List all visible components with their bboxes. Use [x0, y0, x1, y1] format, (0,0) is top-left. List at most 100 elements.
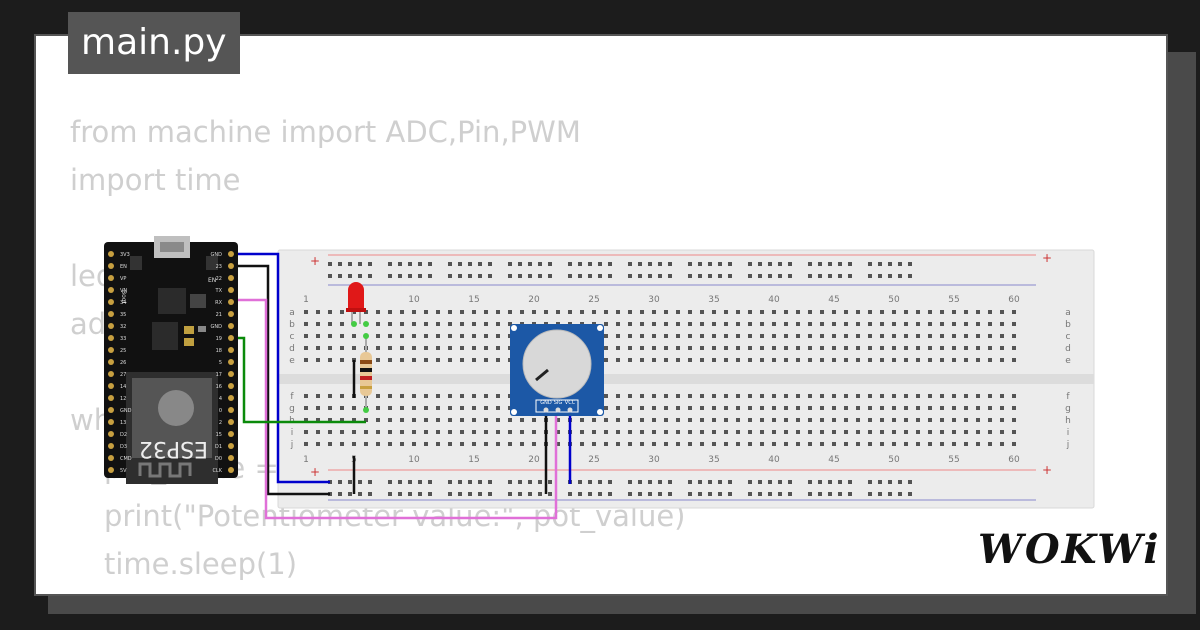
breadboard-hole[interactable] — [748, 262, 752, 266]
breadboard-hole[interactable] — [658, 262, 662, 266]
breadboard-hole[interactable] — [1000, 394, 1004, 398]
breadboard-hole[interactable] — [916, 442, 920, 446]
breadboard-hole[interactable] — [748, 358, 752, 362]
breadboard-hole[interactable] — [658, 480, 662, 484]
breadboard-hole[interactable] — [436, 334, 440, 338]
breadboard-hole[interactable] — [616, 310, 620, 314]
breadboard-hole[interactable] — [844, 430, 848, 434]
breadboard-hole[interactable] — [808, 334, 812, 338]
breadboard-hole[interactable] — [518, 492, 522, 496]
breadboard-hole[interactable] — [904, 430, 908, 434]
breadboard-hole[interactable] — [760, 358, 764, 362]
breadboard-hole[interactable] — [664, 346, 668, 350]
breadboard-hole[interactable] — [652, 430, 656, 434]
breadboard-hole[interactable] — [436, 346, 440, 350]
breadboard-hole[interactable] — [1012, 418, 1016, 422]
breadboard-hole[interactable] — [832, 430, 836, 434]
breadboard-hole[interactable] — [640, 418, 644, 422]
breadboard-hole[interactable] — [664, 442, 668, 446]
breadboard-hole[interactable] — [598, 262, 602, 266]
breadboard-hole[interactable] — [736, 418, 740, 422]
breadboard-hole[interactable] — [796, 334, 800, 338]
breadboard-hole[interactable] — [832, 346, 836, 350]
breadboard-hole[interactable] — [844, 418, 848, 422]
breadboard-hole[interactable] — [784, 334, 788, 338]
breadboard-hole[interactable] — [412, 310, 416, 314]
breadboard-hole[interactable] — [1012, 358, 1016, 362]
breadboard-hole[interactable] — [856, 442, 860, 446]
breadboard-hole[interactable] — [868, 406, 872, 410]
breadboard-hole[interactable] — [880, 322, 884, 326]
breadboard-hole[interactable] — [964, 358, 968, 362]
esp32-pin[interactable] — [108, 287, 114, 293]
breadboard-hole[interactable] — [820, 310, 824, 314]
breadboard-hole[interactable] — [904, 418, 908, 422]
breadboard-hole[interactable] — [928, 334, 932, 338]
breadboard-hole[interactable] — [532, 310, 536, 314]
breadboard-hole[interactable] — [328, 406, 332, 410]
breadboard-hole[interactable] — [988, 418, 992, 422]
breadboard-hole[interactable] — [1012, 346, 1016, 350]
breadboard-hole[interactable] — [608, 492, 612, 496]
breadboard-hole[interactable] — [964, 418, 968, 422]
breadboard-hole[interactable] — [388, 394, 392, 398]
breadboard-hole[interactable] — [304, 406, 308, 410]
breadboard-hole[interactable] — [468, 262, 472, 266]
breadboard-hole[interactable] — [868, 346, 872, 350]
breadboard-hole[interactable] — [718, 480, 722, 484]
breadboard-hole[interactable] — [640, 394, 644, 398]
esp32-pin[interactable] — [228, 371, 234, 377]
breadboard-hole[interactable] — [316, 442, 320, 446]
esp32-pin[interactable] — [228, 467, 234, 473]
breadboard-hole[interactable] — [748, 274, 752, 278]
breadboard-hole[interactable] — [508, 310, 512, 314]
breadboard-hole[interactable] — [436, 310, 440, 314]
breadboard-hole[interactable] — [468, 274, 472, 278]
breadboard-hole[interactable] — [778, 480, 782, 484]
breadboard-hole[interactable] — [708, 480, 712, 484]
breadboard-hole[interactable] — [472, 346, 476, 350]
esp32-pin[interactable] — [108, 323, 114, 329]
breadboard-hole[interactable] — [428, 480, 432, 484]
breadboard-hole[interactable] — [1012, 394, 1016, 398]
breadboard-hole[interactable] — [424, 394, 428, 398]
breadboard-hole[interactable] — [628, 442, 632, 446]
breadboard-hole[interactable] — [688, 406, 692, 410]
breadboard-hole[interactable] — [496, 430, 500, 434]
breadboard-hole[interactable] — [578, 492, 582, 496]
esp32-board[interactable]: Boot EN ESP32 3V3ENVPVN34353233252627141… — [104, 236, 238, 484]
breadboard-hole[interactable] — [436, 406, 440, 410]
breadboard-hole[interactable] — [784, 346, 788, 350]
breadboard-hole[interactable] — [916, 322, 920, 326]
breadboard-hole[interactable] — [496, 334, 500, 338]
breadboard-hole[interactable] — [472, 418, 476, 422]
breadboard-hole[interactable] — [488, 262, 492, 266]
breadboard-hole[interactable] — [598, 274, 602, 278]
breadboard-hole[interactable] — [928, 418, 932, 422]
breadboard-hole[interactable] — [508, 418, 512, 422]
breadboard-hole[interactable] — [700, 310, 704, 314]
breadboard-hole[interactable] — [728, 480, 732, 484]
breadboard-hole[interactable] — [604, 418, 608, 422]
breadboard-hole[interactable] — [304, 430, 308, 434]
breadboard-hole[interactable] — [304, 358, 308, 362]
breadboard-hole[interactable] — [832, 406, 836, 410]
breadboard-hole[interactable] — [908, 480, 912, 484]
breadboard-hole[interactable] — [808, 406, 812, 410]
breadboard-hole[interactable] — [376, 418, 380, 422]
breadboard-hole[interactable] — [868, 430, 872, 434]
breadboard-hole[interactable] — [708, 492, 712, 496]
breadboard-hole[interactable] — [688, 310, 692, 314]
breadboard-hole[interactable] — [748, 406, 752, 410]
breadboard-hole[interactable] — [868, 262, 872, 266]
breadboard-hole[interactable] — [688, 262, 692, 266]
esp32-pin[interactable] — [228, 443, 234, 449]
breadboard-hole[interactable] — [368, 480, 372, 484]
breadboard-hole[interactable] — [724, 430, 728, 434]
breadboard-hole[interactable] — [796, 346, 800, 350]
breadboard-hole[interactable] — [328, 322, 332, 326]
breadboard-hole[interactable] — [640, 346, 644, 350]
breadboard-hole[interactable] — [484, 418, 488, 422]
breadboard-hole[interactable] — [748, 334, 752, 338]
breadboard-hole[interactable] — [408, 262, 412, 266]
